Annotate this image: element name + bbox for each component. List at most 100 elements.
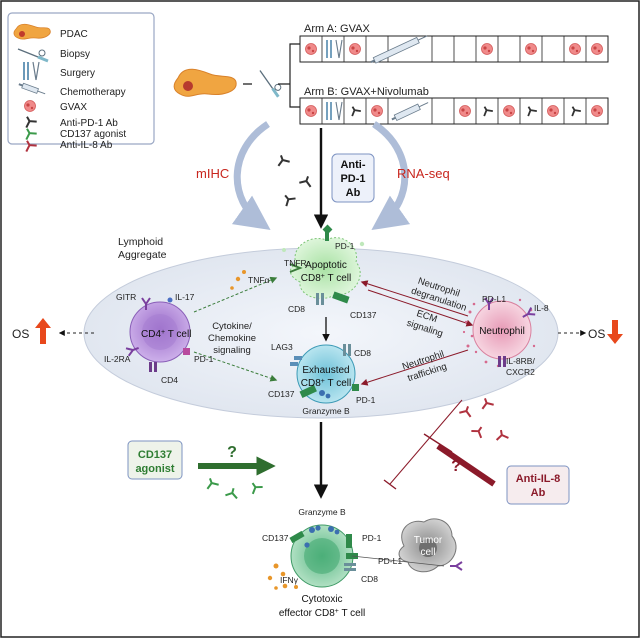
marker-il8: IL-8 — [534, 303, 549, 313]
biopsy-needle-icon — [259, 70, 282, 98]
anti-il8-line2: Ab — [531, 487, 546, 499]
trafficking-arrow — [360, 349, 469, 386]
tnfa-dots-icon — [230, 270, 246, 290]
aggregate-title-2: Aggregate — [118, 249, 167, 261]
cd137-receptor-icon — [289, 530, 305, 544]
il8-receptor-icon — [522, 307, 536, 318]
arm-bracket — [278, 43, 300, 108]
legend-label-pdac: PDAC — [60, 29, 88, 40]
tumor-line1: Tumor — [414, 535, 443, 546]
gvax-cell-icon — [305, 105, 317, 117]
anti-pd1-line1: Anti- — [340, 159, 365, 171]
il17-dot-icon — [167, 297, 173, 303]
marker-lag3: LAG3 — [271, 342, 293, 352]
antibody-black-icon — [351, 106, 361, 117]
gvax-cell-icon — [459, 105, 471, 117]
cd4-label: CD4+ T cell — [141, 329, 191, 341]
marker-tnfr: TNFR — [284, 258, 307, 268]
pd1-receptor-icon — [325, 231, 329, 241]
gvax-cell-icon — [547, 105, 559, 117]
neutrophil-label: Neutrophil — [479, 326, 525, 337]
syringe-icon — [391, 102, 429, 122]
gvax-cell-icon — [305, 43, 317, 55]
cytokine-arrow-down — [193, 351, 278, 382]
cd137-receptor-icon — [299, 384, 317, 399]
pancreas-tumor-icon — [173, 68, 237, 97]
antibody-green-icon — [251, 482, 263, 495]
pdl1-receptor-icon — [484, 297, 494, 310]
legend-box: PDAC Biopsy Surgery Chemotherapy — [7, 12, 155, 153]
antibody-red-icon — [481, 398, 494, 410]
tumor-cell: Tumor cell PD-L1 — [351, 518, 463, 573]
lymphoid-aggregate: Lymphoid Aggregate OS OS CD4+ T cell GIT… — [12, 224, 623, 419]
marker-cd137-apo: CD137 — [350, 310, 377, 320]
cd8-receptor-icon — [321, 293, 324, 305]
marker-cd8-exh: CD8 — [354, 348, 371, 358]
gvax-cell-icon — [525, 43, 537, 55]
marker-pd1: PD-1 — [194, 354, 214, 364]
cd137-agonist-box: CD137 agonist — [127, 440, 183, 480]
aggregate-title-1: Lymphoid — [118, 236, 163, 248]
cytokine-label-1: Cytokine/ — [212, 321, 252, 332]
cd8-receptor-icon — [343, 344, 351, 356]
receptor-icon — [125, 347, 139, 357]
cytokine-label-3: signaling — [213, 345, 251, 356]
anti-pd1-line2: PD-1 — [340, 173, 365, 185]
degranulation-arrow — [360, 280, 469, 317]
legend-label-cd137: CD137 agonist — [60, 129, 126, 140]
os-up-arrow — [35, 318, 51, 344]
mihc-arc-arrow — [231, 121, 271, 231]
neutrophil-cell: Neutrophil PD-L1 IL-8 IL-8RB/ CXCR2 — [462, 294, 549, 377]
anti-il8-inhibit-line — [389, 399, 463, 485]
cd4-receptor-icon — [149, 362, 152, 372]
antibody-black-icon — [284, 194, 296, 207]
exhausted-line2: CD8+ T cell — [301, 378, 351, 390]
arm-b-label: Arm B: GVAX+Nivolumab — [304, 86, 429, 98]
marker-cd137-eff: CD137 — [262, 533, 289, 543]
antibody-red-icon — [459, 406, 472, 418]
marker-cd8-apo: CD8 — [288, 304, 305, 314]
legend-label-biopsy: Biopsy — [60, 49, 90, 60]
ifng-dots-icon — [267, 563, 298, 590]
apoptotic-cd8-t-cell: Apoptotic CD8+ T cell TNFR PD-1 CD8 CD13… — [282, 224, 377, 320]
gvax-cell-icon — [591, 43, 603, 55]
gvax-cell-icon — [503, 105, 515, 117]
marker-pdl1-tumor: PD-L1 — [378, 556, 402, 566]
exhausted-line1: Exhausted — [302, 365, 349, 376]
anti-il8-tbar — [423, 433, 453, 453]
ecm-arrow — [367, 289, 474, 327]
antibody-green-icon — [225, 487, 238, 500]
antibody-black-icon — [299, 176, 312, 188]
antibody-red-icon — [495, 429, 509, 441]
antibody-black-icon — [277, 155, 290, 167]
antibody-green-icon — [206, 478, 219, 490]
marker-il2ra: IL-2RA — [104, 354, 131, 364]
cd137-agonist-line2: agonist — [135, 463, 174, 475]
pd1-receptor-icon — [352, 384, 359, 391]
effector-line2: effector CD8+ T cell — [279, 608, 365, 620]
syringe-icon — [370, 35, 428, 64]
trial-scheme: Arm A: GVAX Arm B: GVAX+Nivolumab — [173, 23, 609, 125]
cxcr2-receptor-icon — [498, 356, 501, 367]
marker-cd137-exh: CD137 — [268, 389, 295, 399]
antibody-green-icon — [25, 128, 37, 141]
marker-granzyme-b: Granzyme B — [302, 406, 350, 416]
marker-ifng: IFNγ — [280, 575, 299, 585]
cd8-receptor-icon — [344, 563, 356, 571]
marker-granzyme-b-eff: Granzyme B — [298, 507, 346, 517]
legend-label-surgery: Surgery — [60, 68, 95, 79]
antibody-black-icon — [25, 116, 37, 129]
marker-cd4: CD4 — [161, 375, 178, 385]
antibody-black-icon — [571, 106, 581, 117]
surgery-tools-icon — [326, 39, 343, 59]
marker-pd1-exh: PD-1 — [356, 395, 376, 405]
pd1-pdl1-connector — [351, 555, 445, 567]
legend-label-chemotherapy: Chemotherapy — [60, 87, 126, 98]
marker-pdl1: PD-L1 — [482, 294, 506, 304]
marker-il8rb: IL-8RB/ — [506, 356, 535, 366]
effector-line1: Cytotoxic — [301, 594, 342, 605]
os-right-label: OS — [588, 327, 605, 341]
antibody-black-icon — [527, 106, 537, 117]
marker-pd1-eff: PD-1 — [362, 533, 382, 543]
